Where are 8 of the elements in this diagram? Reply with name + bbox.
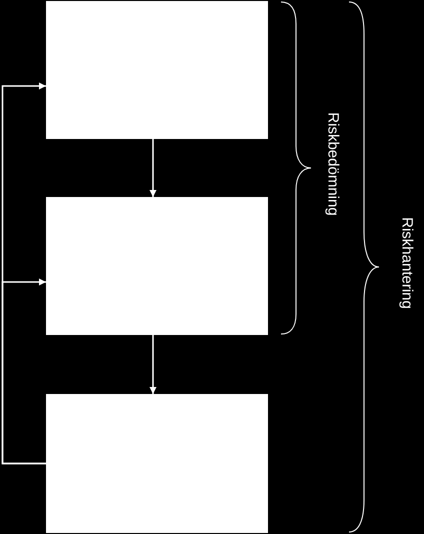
empty-box <box>46 394 268 533</box>
empty-box <box>46 197 268 335</box>
arrow <box>150 335 156 394</box>
bracket-label: Riskhantering <box>400 217 414 309</box>
arrow <box>150 139 156 197</box>
empty-box <box>46 1 268 139</box>
bracket-label: Riskbedömning <box>326 112 340 216</box>
arrow <box>2 278 46 464</box>
